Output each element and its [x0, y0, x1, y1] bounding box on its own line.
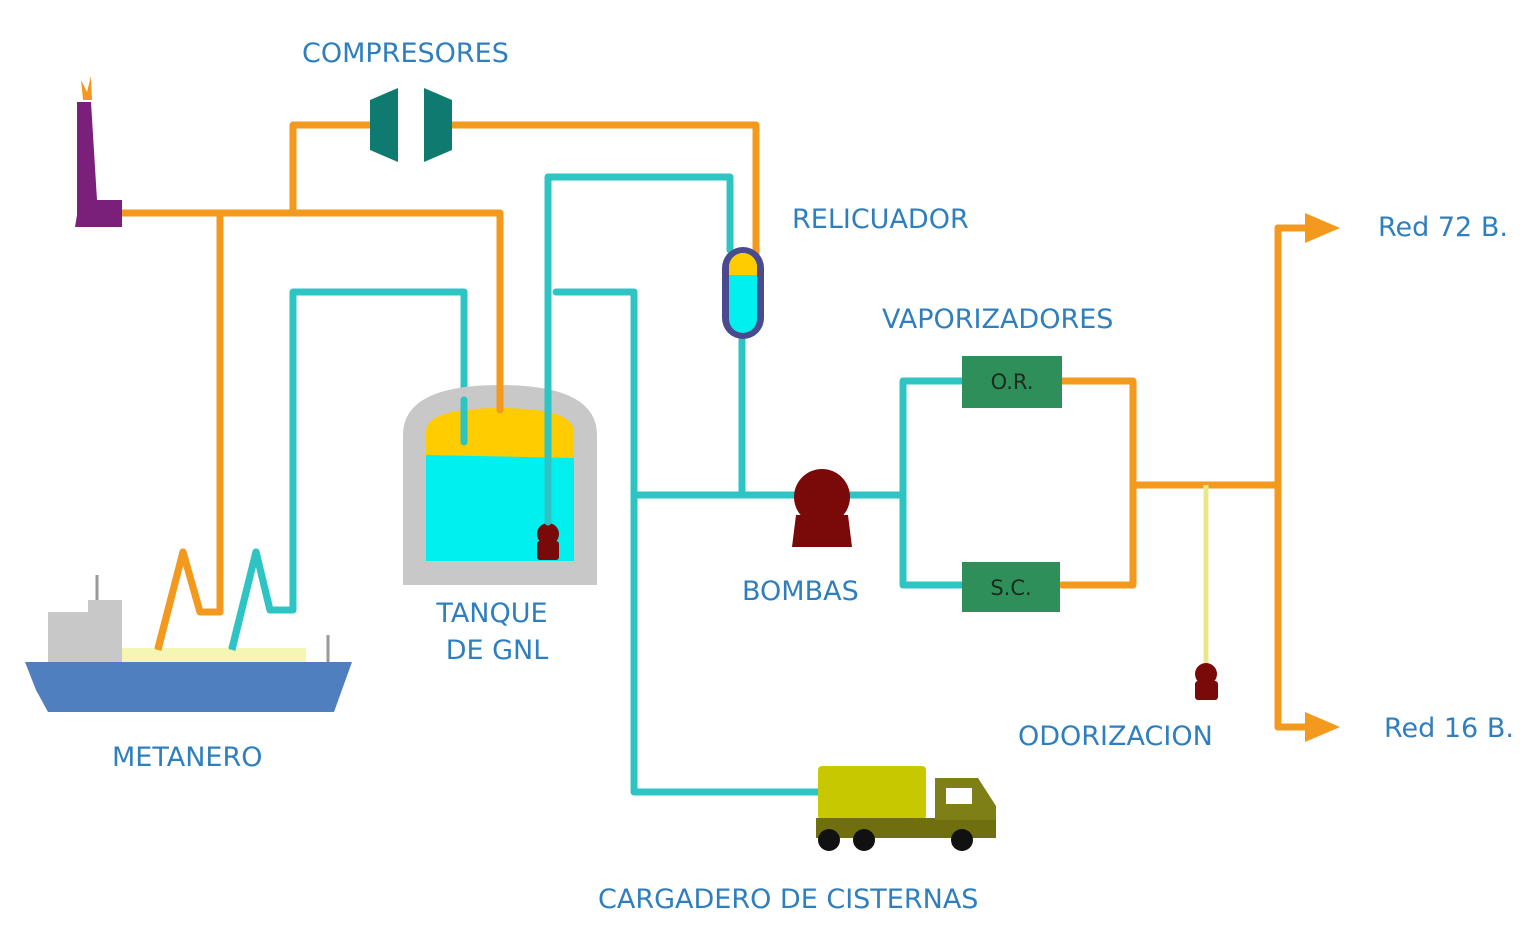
- flare-stack-icon: [75, 76, 122, 227]
- reliquefier-icon: [722, 247, 764, 339]
- vaporizer-or: O.R.: [962, 356, 1062, 408]
- label-compresores: COMPRESORES: [302, 38, 509, 69]
- lng-tank-icon: [403, 385, 597, 585]
- vaporizer-sc: S.C.: [962, 562, 1060, 612]
- label-tanque-line2: DE GNL: [446, 635, 549, 666]
- label-vaporizadores: VAPORIZADORES: [882, 304, 1113, 335]
- label-cargadero: CARGADERO DE CISTERNAS: [598, 884, 978, 915]
- pump-icon: [792, 469, 852, 547]
- flare-header-pipe: [116, 209, 504, 399]
- vaporizer-outlet-pipes: [1058, 377, 1137, 589]
- tank-outlet-pipe: [552, 288, 822, 796]
- label-red16: Red 16 B.: [1384, 713, 1514, 744]
- label-tanque-line1: TANQUE: [435, 598, 547, 629]
- vaporizer-inlet-pipes: [899, 377, 966, 589]
- compressor-icon: [370, 88, 452, 162]
- vaporizer-or-label: O.R.: [991, 370, 1034, 394]
- pump-icon: [1195, 663, 1218, 700]
- vaporizer-icon: [962, 562, 1060, 612]
- reliquefier-feed-pipe: [544, 173, 734, 524]
- label-odorizacion: ODORIZACION: [1018, 721, 1213, 752]
- label-relicuador: RELICUADOR: [792, 204, 969, 235]
- label-bombas: BOMBAS: [742, 576, 859, 607]
- arrow-icon: [1305, 712, 1340, 742]
- label-metanero: METANERO: [112, 742, 263, 773]
- ship-icon: [25, 575, 352, 712]
- vaporizer-icon: [962, 356, 1062, 408]
- vaporizer-sc-label: S.C.: [990, 576, 1031, 600]
- compressor-loop-pipe: [289, 121, 374, 217]
- gas-pipes: [116, 121, 1314, 731]
- pump-icon: [537, 523, 559, 560]
- arrow-icon: [1305, 213, 1340, 243]
- compressor-discharge-pipe: [448, 121, 760, 259]
- label-red72: Red 72 B.: [1378, 212, 1508, 243]
- lng-pipes: [228, 173, 966, 796]
- truck-icon: [816, 766, 996, 851]
